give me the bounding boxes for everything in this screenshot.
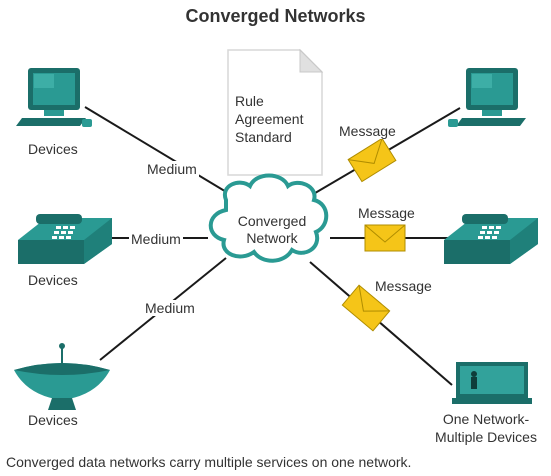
cloud-line-1: Converged xyxy=(237,213,307,229)
medium-label-middle: Medium xyxy=(129,231,183,247)
document-icon xyxy=(227,48,324,176)
tv-icon xyxy=(452,362,532,404)
medium-label-bottom: Medium xyxy=(143,300,197,316)
message-label-top: Message xyxy=(337,123,398,139)
message-label-bottom: Message xyxy=(373,278,434,294)
cloud-icon xyxy=(208,173,329,263)
computer-icon-left xyxy=(16,68,92,127)
tv-label: One Network- Multiple Devices xyxy=(426,410,546,446)
devices-label-dish: Devices xyxy=(28,412,78,428)
cloud-line-2: Network xyxy=(246,230,298,246)
message-label-middle: Message xyxy=(356,205,417,221)
phone-icon-right xyxy=(444,214,538,264)
tv-label-line-1: One Network- xyxy=(442,411,530,427)
devices-label-computer: Devices xyxy=(28,141,78,157)
satellite-dish-icon xyxy=(14,343,110,410)
line-computer-left xyxy=(84,106,229,194)
medium-label-top: Medium xyxy=(145,161,199,177)
document-line-agreement: Agreement xyxy=(235,111,304,127)
tv-label-line-2: Multiple Devices xyxy=(435,429,537,445)
phone-icon-left xyxy=(18,214,112,264)
envelope-icon-top xyxy=(347,137,397,183)
diagram-title: Converged Networks xyxy=(185,6,366,26)
diagram-caption: Converged data networks carry multiple s… xyxy=(6,454,412,470)
computer-icon-right xyxy=(448,68,526,127)
cloud-label: Converged Network xyxy=(222,213,322,247)
envelope-icon-bottom xyxy=(341,284,391,332)
devices-label-phone: Devices xyxy=(28,272,78,288)
document-text: Rule Agreement Standard xyxy=(235,92,303,146)
document-line-standard: Standard xyxy=(235,129,292,145)
document-line-rule: Rule xyxy=(235,93,264,109)
envelope-icon-middle xyxy=(364,224,406,252)
line-tv-right xyxy=(309,261,453,386)
